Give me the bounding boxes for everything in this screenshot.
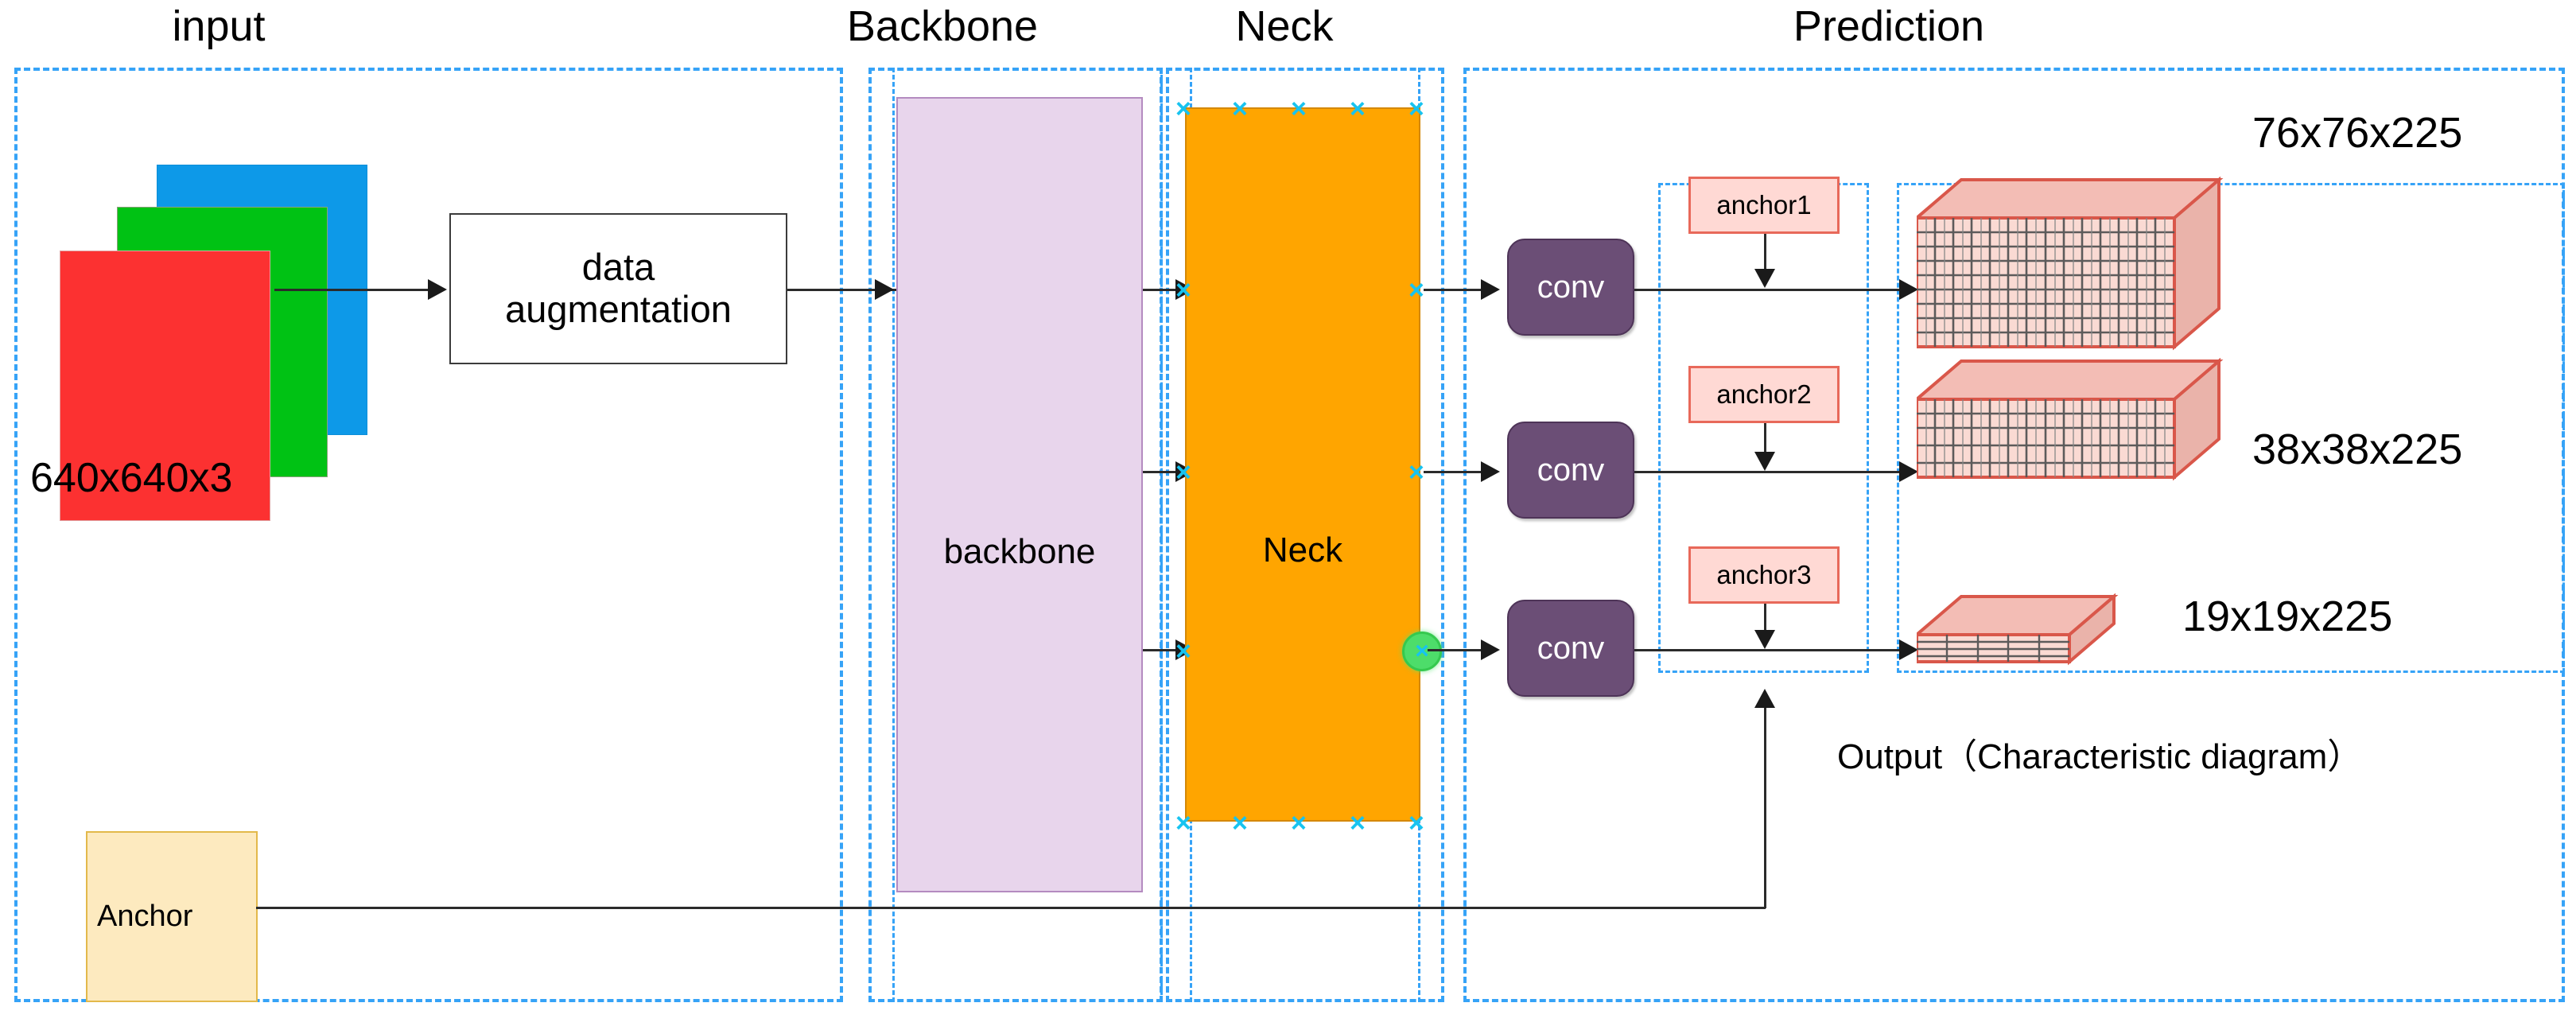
- arrow-anchor1-down: [1754, 269, 1775, 288]
- backbone-block[interactable]: backbone: [896, 97, 1143, 892]
- arrow-neck-to-conv-1: [1481, 279, 1500, 300]
- neck-block-label: Neck: [1262, 531, 1343, 569]
- data-augmentation-line1: data: [581, 246, 655, 289]
- line-conv3-to-output3: [1634, 649, 1909, 651]
- section-title-backbone: Backbone: [846, 2, 1039, 50]
- arrow-neck-to-conv-3: [1481, 639, 1500, 660]
- line-anchor3-down: [1764, 604, 1766, 640]
- line-input-to-augmentation: [274, 289, 429, 291]
- anchor-box-2[interactable]: anchor2: [1688, 366, 1840, 423]
- section-title-neck: Neck: [1235, 2, 1334, 50]
- output-caption: Output（Characteristic diagram）: [1837, 737, 2363, 776]
- arrow-conv1-to-output1: [1899, 279, 1918, 300]
- output-shape-label-19: 19x19x225: [2182, 593, 2393, 640]
- neck-handle-bottom-1[interactable]: ×: [1175, 808, 1191, 838]
- backbone-block-label: backbone: [943, 532, 1096, 571]
- neck-handle-top-2[interactable]: ×: [1232, 94, 1248, 124]
- neck-block[interactable]: Neck: [1185, 107, 1420, 822]
- output-shape-label-76: 76x76x225: [2252, 109, 2463, 157]
- anchor-box-3[interactable]: anchor3: [1688, 546, 1840, 604]
- neck-handle-bottom-3[interactable]: ×: [1291, 808, 1307, 838]
- conv-block-1[interactable]: conv: [1507, 239, 1634, 336]
- output-cube-19: [1912, 589, 2123, 688]
- line-conv2-to-output2: [1634, 471, 1909, 473]
- arrow-input-to-augmentation: [428, 279, 447, 300]
- arrow-anchor-source-up: [1754, 689, 1775, 708]
- neck-handle-top-3[interactable]: ×: [1291, 94, 1307, 124]
- neck-handle-left-mid-2[interactable]: ×: [1175, 457, 1191, 488]
- line-neck-to-conv-2: [1424, 471, 1487, 473]
- conv-block-3[interactable]: conv: [1507, 600, 1634, 697]
- line-anchor2-down: [1764, 423, 1766, 460]
- input-plane-red: [60, 251, 270, 521]
- neck-handle-bottom-2[interactable]: ×: [1232, 808, 1248, 838]
- section-title-input: input: [172, 2, 266, 50]
- neck-handle-top-5[interactable]: ×: [1408, 94, 1424, 124]
- arrow-anchor2-down: [1754, 452, 1775, 471]
- input-size-label: 640x640x3: [30, 455, 233, 501]
- data-augmentation-box[interactable]: data augmentation: [449, 213, 787, 364]
- neck-handle-bottom-5[interactable]: ×: [1408, 808, 1424, 838]
- section-title-prediction: Prediction: [1793, 2, 1985, 50]
- neck-handle-left-mid-1[interactable]: ×: [1175, 275, 1191, 305]
- arrow-augmentation-to-backbone: [875, 279, 894, 300]
- section-box-neck-outer: [1166, 68, 1444, 1002]
- line-neck-to-conv-1: [1424, 289, 1487, 291]
- prediction-outputs-box: [1897, 183, 2565, 673]
- neck-handle-right-mid-2[interactable]: ×: [1408, 457, 1424, 488]
- neck-handle-top-4[interactable]: ×: [1350, 94, 1366, 124]
- output-cube-76: [1912, 176, 2227, 356]
- neck-handle-bottom-4[interactable]: ×: [1350, 808, 1366, 838]
- arrow-conv2-to-output2: [1899, 461, 1918, 482]
- arrow-conv3-to-output3: [1899, 639, 1918, 660]
- neck-handle-right-mid-1[interactable]: ×: [1408, 275, 1424, 305]
- line-anchor1-down: [1764, 234, 1766, 270]
- line-anchor-source-horizontal: [256, 907, 1766, 909]
- neck-connection-point-highlight[interactable]: ×: [1402, 632, 1442, 671]
- line-augmentation-to-backbone: [787, 289, 907, 291]
- data-augmentation-line2: augmentation: [505, 288, 732, 330]
- line-neck-to-conv-3: [1428, 649, 1487, 651]
- arrow-anchor3-down: [1754, 630, 1775, 649]
- conv-block-2[interactable]: conv: [1507, 422, 1634, 519]
- line-conv1-to-output1: [1634, 289, 1909, 291]
- output-cube-38: [1912, 357, 2227, 489]
- anchor-source-box[interactable]: Anchor: [86, 831, 258, 1002]
- line-anchor-source-vertical: [1764, 708, 1766, 908]
- section-box-input: [14, 68, 843, 1002]
- arrow-neck-to-conv-2: [1481, 461, 1500, 482]
- output-shape-label-38: 38x38x225: [2252, 426, 2463, 473]
- anchor-box-1[interactable]: anchor1: [1688, 177, 1840, 234]
- section-box-backbone-inner: [892, 68, 1163, 1002]
- neck-handle-left-mid-3[interactable]: ×: [1175, 636, 1191, 667]
- neck-handle-top-1[interactable]: ×: [1175, 94, 1191, 124]
